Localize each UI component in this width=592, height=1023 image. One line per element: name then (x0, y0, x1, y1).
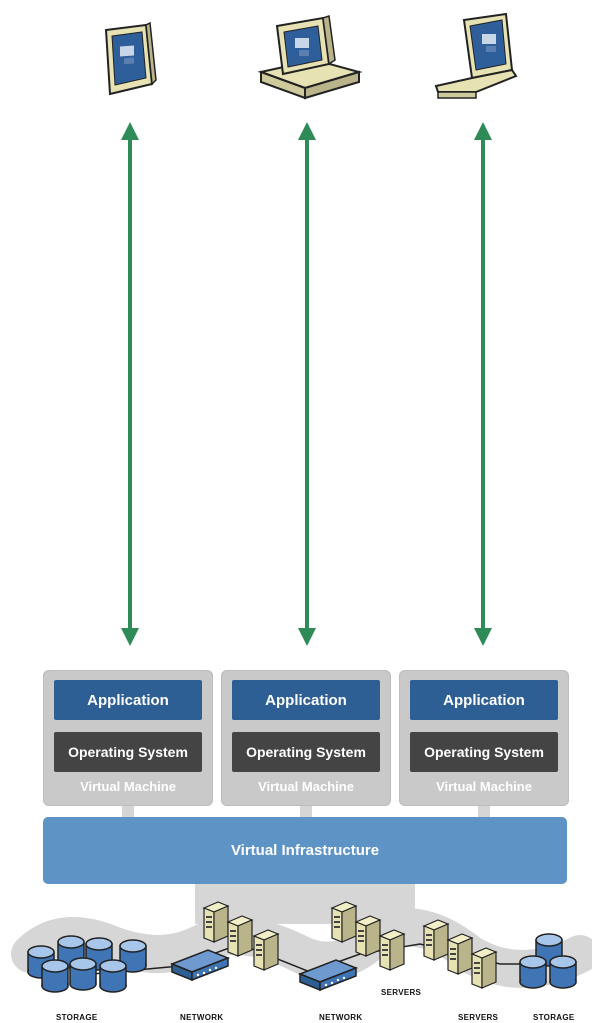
thin-client-icon (104, 22, 157, 96)
network-left-caption: NETWORK (180, 1013, 224, 1022)
laptop-icon (434, 12, 518, 99)
virtual-machine-label: Virtual Machine (258, 779, 354, 794)
virtual-machine-1: Application Operating System Virtual Mac… (43, 670, 213, 806)
virtual-machine-2: Application Operating System Virtual Mac… (221, 670, 391, 806)
vm-connector (300, 806, 312, 818)
virtual-machine-3: Application Operating System Virtual Mac… (399, 670, 569, 806)
virtual-machine-label: Virtual Machine (436, 779, 532, 794)
arrow-left (121, 122, 139, 646)
operating-system-block: Operating System (410, 732, 558, 772)
application-block: Application (410, 680, 558, 720)
vm-connector (122, 806, 134, 818)
virtual-machine-label: Virtual Machine (80, 779, 176, 794)
servers-right-caption: SERVERS (458, 1013, 499, 1022)
network-right-caption: NETWORK (319, 1013, 363, 1022)
operating-system-block: Operating System (54, 732, 202, 772)
storage-left-caption: STORAGE (56, 1013, 98, 1022)
desktop-computer-icon (257, 15, 363, 100)
operating-system-block: Operating System (232, 732, 380, 772)
application-block: Application (54, 680, 202, 720)
virtual-infrastructure-bar: Virtual Infrastructure (43, 817, 567, 884)
virtual-infrastructure-label: Virtual Infrastructure (230, 842, 380, 859)
servers-mid-caption: SERVERS (381, 988, 422, 997)
connection-arrows (121, 122, 492, 646)
hardware-layer (11, 884, 592, 993)
vm-connector (478, 806, 490, 818)
storage-right-caption: STORAGE (533, 1013, 575, 1022)
arrow-center (298, 122, 316, 646)
application-block: Application (232, 680, 380, 720)
arrow-right (474, 122, 492, 646)
